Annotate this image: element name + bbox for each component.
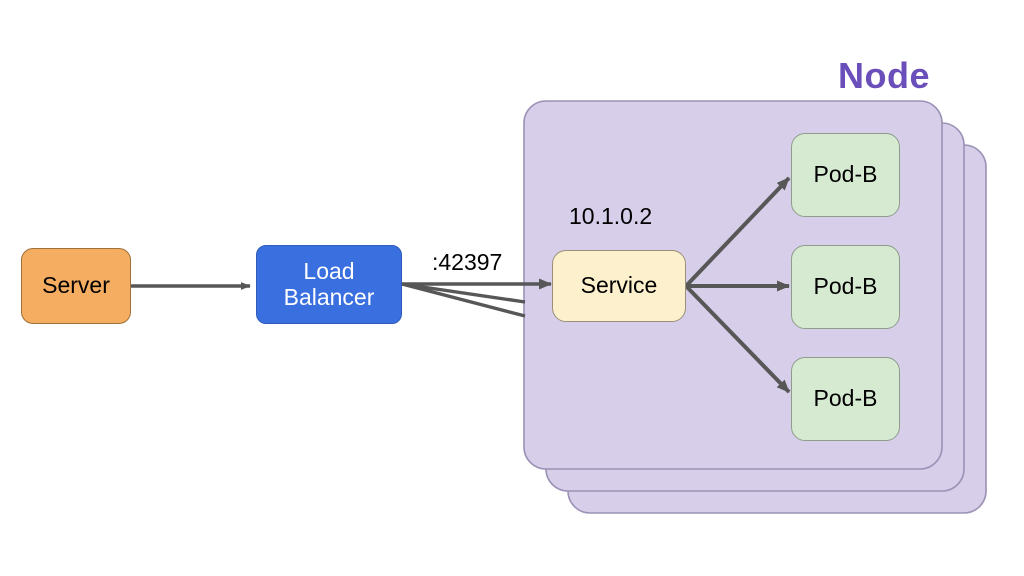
edge-load-balancer-to-node-3 — [401, 282, 526, 318]
pod-label-3: Pod-B — [813, 385, 878, 412]
port-label: :42397 — [432, 249, 503, 275]
service-ip-label: 10.1.0.2 — [569, 203, 653, 229]
pod-label-2: Pod-B — [813, 273, 878, 300]
server-label: Server — [42, 272, 110, 299]
load-balancer-label-line1: Load — [303, 257, 355, 284]
pod-box-3[interactable]: Pod-B — [791, 357, 900, 441]
pod-label-1: Pod-B — [813, 161, 878, 188]
pod-box-1[interactable]: Pod-B — [791, 133, 900, 217]
node-stack-title: Node — [838, 55, 930, 96]
pod-box-2[interactable]: Pod-B — [791, 245, 900, 329]
load-balancer-box[interactable]: Load Balancer — [256, 245, 402, 324]
edge-service-to-pod-1 — [684, 176, 791, 288]
service-label: Service — [580, 272, 658, 299]
service-box[interactable]: Service — [552, 250, 686, 322]
edge-load-balancer-to-node-2 — [401, 282, 526, 304]
load-balancer-label-line2: Balancer — [283, 283, 375, 310]
server-box[interactable]: Server — [21, 248, 131, 324]
edge-service-to-pod-3 — [684, 284, 791, 394]
